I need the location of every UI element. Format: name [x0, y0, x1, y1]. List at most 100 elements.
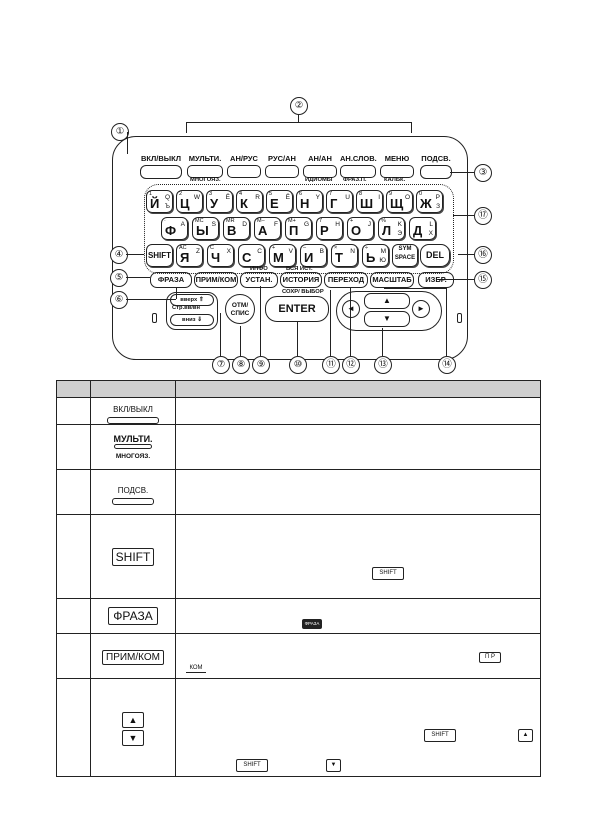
- callout-17: ⑰: [474, 207, 492, 225]
- key-top-label: 1: [149, 191, 153, 197]
- favorites-key[interactable]: ИЗБР.: [418, 272, 454, 288]
- an-rus-key[interactable]: АН/РУС: [227, 153, 261, 178]
- settings-key[interactable]: УСТАН.: [240, 272, 278, 288]
- table-row: ПРИМ/КОМ П Р КОМ: [56, 633, 541, 679]
- note-comment-key[interactable]: ПРИМ/КОМ: [194, 272, 238, 288]
- an-an-key-sub: ИДИОМЫ: [305, 177, 333, 183]
- history-key[interactable]: ИСТОРИЯ: [280, 272, 322, 288]
- key-alt-label: Э: [397, 230, 402, 237]
- table-row: МУЛЬТИ. МНОГОЯЗ.: [56, 424, 541, 470]
- table-row: ▲ ▼ SHIFT ▲ SHIFT ▼: [56, 678, 541, 777]
- key-top-label: –: [303, 245, 307, 251]
- menu-key-sub: КАЛЬК.: [384, 177, 406, 183]
- sym-space-key[interactable]: SYM SPACE: [392, 244, 418, 267]
- leader-line: [126, 254, 144, 255]
- key-top-label: +: [350, 218, 354, 224]
- backlight-key[interactable]: ПОДСВ.: [420, 153, 452, 179]
- key-latin-label: P: [435, 194, 440, 201]
- key-top-label: 0: [419, 191, 423, 197]
- key-main-label: Е: [270, 196, 279, 211]
- page-scroll-label: Стр.вв/вн: [172, 305, 200, 311]
- key-latin-label: O: [404, 194, 410, 201]
- enter-key[interactable]: ENTER: [265, 296, 329, 322]
- key-latin-label: Q: [164, 194, 170, 201]
- callout-9: ⑨: [252, 356, 270, 374]
- key-top-label: AC: [179, 245, 187, 251]
- power-key[interactable]: ВКЛ/ВЫКЛ: [140, 153, 182, 179]
- callout-5: ⑤: [110, 269, 128, 287]
- page-up-key[interactable]: вверх ⇑: [170, 294, 214, 306]
- key-top-label: %: [381, 218, 386, 224]
- page-down-key[interactable]: вниз ⇓: [170, 314, 214, 326]
- key-top-label: MR: [226, 218, 235, 224]
- key-reference-table: ВКЛ/ВЫКЛ МУЛЬТИ. МНОГОЯЗ. ПОДСВ. SHIFT S…: [56, 380, 541, 777]
- jump-key[interactable]: ПЕРЕХОД: [324, 272, 368, 288]
- arrow-left-icon[interactable]: ◄: [342, 300, 360, 318]
- shift-inline-icon: SHIFT: [424, 729, 456, 742]
- leader-line: [438, 279, 474, 280]
- mark-list-key[interactable]: ОТМ/ СПИС: [225, 294, 255, 324]
- history-key-sub-top: ВСЯ ИСТ.: [286, 266, 313, 272]
- table-row: ВКЛ/ВЫКЛ: [56, 397, 541, 425]
- delete-key[interactable]: DEL: [420, 244, 450, 267]
- an-slov-key[interactable]: АН.СЛОВ.: [340, 153, 377, 178]
- key-latin-label: R: [255, 194, 260, 201]
- leader-line: [382, 328, 383, 356]
- shift-inline-icon: SHIFT: [372, 567, 404, 580]
- arrow-right-icon[interactable]: ►: [412, 300, 430, 318]
- leader-line: [127, 132, 128, 154]
- key-top-label: 6: [299, 191, 303, 197]
- shift-key-icon: SHIFT: [111, 547, 155, 566]
- key-main-label: Т: [335, 250, 343, 265]
- key-top-label: ×: [334, 245, 338, 251]
- arrow-down-icon[interactable]: ▼: [364, 311, 410, 327]
- settings-key-sub: ИНФО: [250, 266, 268, 272]
- multi-key-sub-icon: МНОГОЯЗ.: [115, 453, 151, 460]
- history-key-sub-bottom: СОХР/ ВЫБОР: [282, 289, 324, 295]
- arrow-up-icon[interactable]: ▲: [364, 293, 410, 309]
- key-main-label: А: [258, 223, 268, 238]
- key-top-label: 7: [319, 218, 323, 224]
- key-top-label: 9: [389, 191, 393, 197]
- phrase-key[interactable]: ФРАЗА: [150, 272, 192, 288]
- key-main-label: Й: [150, 196, 160, 211]
- leader-line: [297, 322, 298, 356]
- key-top-label: C: [210, 245, 214, 251]
- rus-an-key[interactable]: РУС/АН: [265, 153, 299, 178]
- key-latin-label: U: [345, 194, 350, 201]
- key-latin-label: C: [257, 248, 262, 255]
- leader-line: [240, 326, 241, 356]
- menu-key[interactable]: МЕНЮ: [380, 153, 414, 178]
- an-an-key[interactable]: АН/АН: [303, 153, 337, 178]
- key-latin-label: Y: [315, 194, 320, 201]
- shift-key[interactable]: SHIFT: [146, 244, 173, 267]
- zoom-key[interactable]: МАСШТАБ: [370, 272, 414, 288]
- multi-key[interactable]: МУЛЬТИ.: [187, 153, 223, 178]
